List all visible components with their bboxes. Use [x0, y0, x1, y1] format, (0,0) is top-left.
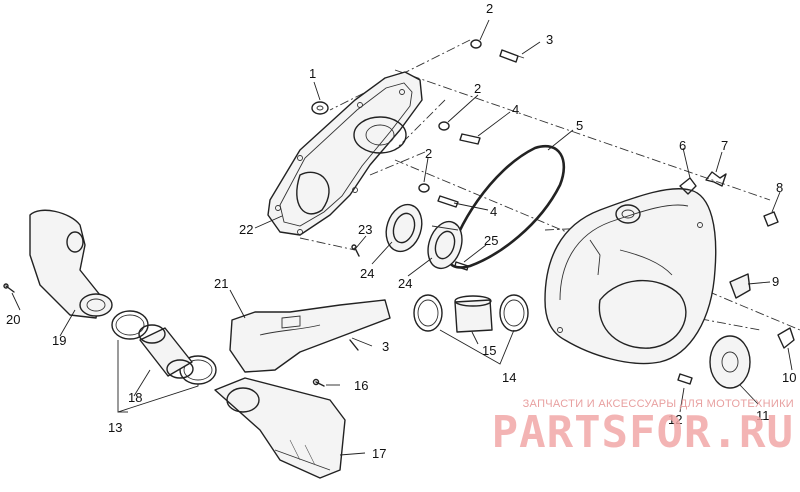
screw-part-12 [677, 373, 693, 385]
callout-21: 22 [239, 222, 253, 237]
inner-cover-plate [267, 71, 423, 236]
callout-6: 6 [679, 138, 686, 153]
callout-23: 24 [360, 266, 374, 281]
callout-25: 25 [484, 233, 498, 248]
callout-3: 3 [546, 32, 553, 47]
outlet-duct-part-16 [214, 377, 346, 479]
callout-12: 12 [668, 412, 682, 427]
bolt-part-8 [763, 211, 779, 227]
bearing-part-24 [427, 220, 463, 270]
callout-18: 19 [52, 333, 66, 348]
clip-part-10 [777, 327, 795, 349]
callout-4: 4 [490, 204, 497, 219]
callout-15: 16 [354, 378, 368, 393]
washer-part-1 [311, 101, 329, 115]
seal-part-23 [385, 203, 423, 253]
screw-part-19 [3, 283, 15, 293]
callout-7: 7 [721, 138, 728, 153]
callout-16: 17 [372, 446, 386, 461]
callout-13: 14 [502, 370, 516, 385]
decal-part-9 [729, 273, 751, 299]
callout-2: 2 [425, 146, 432, 161]
washer-part-2 [418, 39, 482, 193]
clip-part-7 [705, 171, 727, 187]
callout-17: 18 [128, 390, 142, 405]
callout-20: 21 [214, 276, 228, 291]
duct-part-20 [229, 299, 391, 373]
screw-part-3 [349, 49, 525, 351]
callout-19: 20 [6, 312, 20, 327]
boot-part-14 [454, 295, 493, 333]
bolt-part-4 [437, 133, 481, 208]
callout-2: 2 [474, 81, 481, 96]
callout-3: 3 [382, 339, 389, 354]
leader-lines [11, 19, 793, 456]
callout-22: 23 [358, 222, 372, 237]
callout-10: 10 [782, 370, 796, 385]
gasket-part-11 [709, 335, 751, 389]
screw-part-22 [351, 244, 360, 257]
callout-13: 13 [108, 420, 122, 435]
callout-9: 9 [772, 274, 779, 289]
boot-part-17 [138, 324, 194, 379]
callout-24: 24 [398, 276, 412, 291]
callout-14: 15 [482, 343, 496, 358]
outer-cover-part-6 [544, 177, 717, 365]
callout-5: 5 [576, 118, 583, 133]
callout-1: 1 [309, 66, 316, 81]
callout-2: 2 [486, 1, 493, 16]
callout-11: 11 [756, 408, 770, 423]
bolt-part-25 [454, 261, 469, 271]
screw-part-15 [312, 378, 325, 387]
callout-labels: 2 3 1 2 4 5 2 6 7 8 4 22 23 25 24 24 9 2… [6, 1, 796, 461]
callout-4: 4 [512, 102, 519, 117]
intake-duct-part-18 [29, 209, 113, 319]
drive-belt-part-5 [448, 145, 566, 269]
callout-8: 8 [776, 180, 783, 195]
